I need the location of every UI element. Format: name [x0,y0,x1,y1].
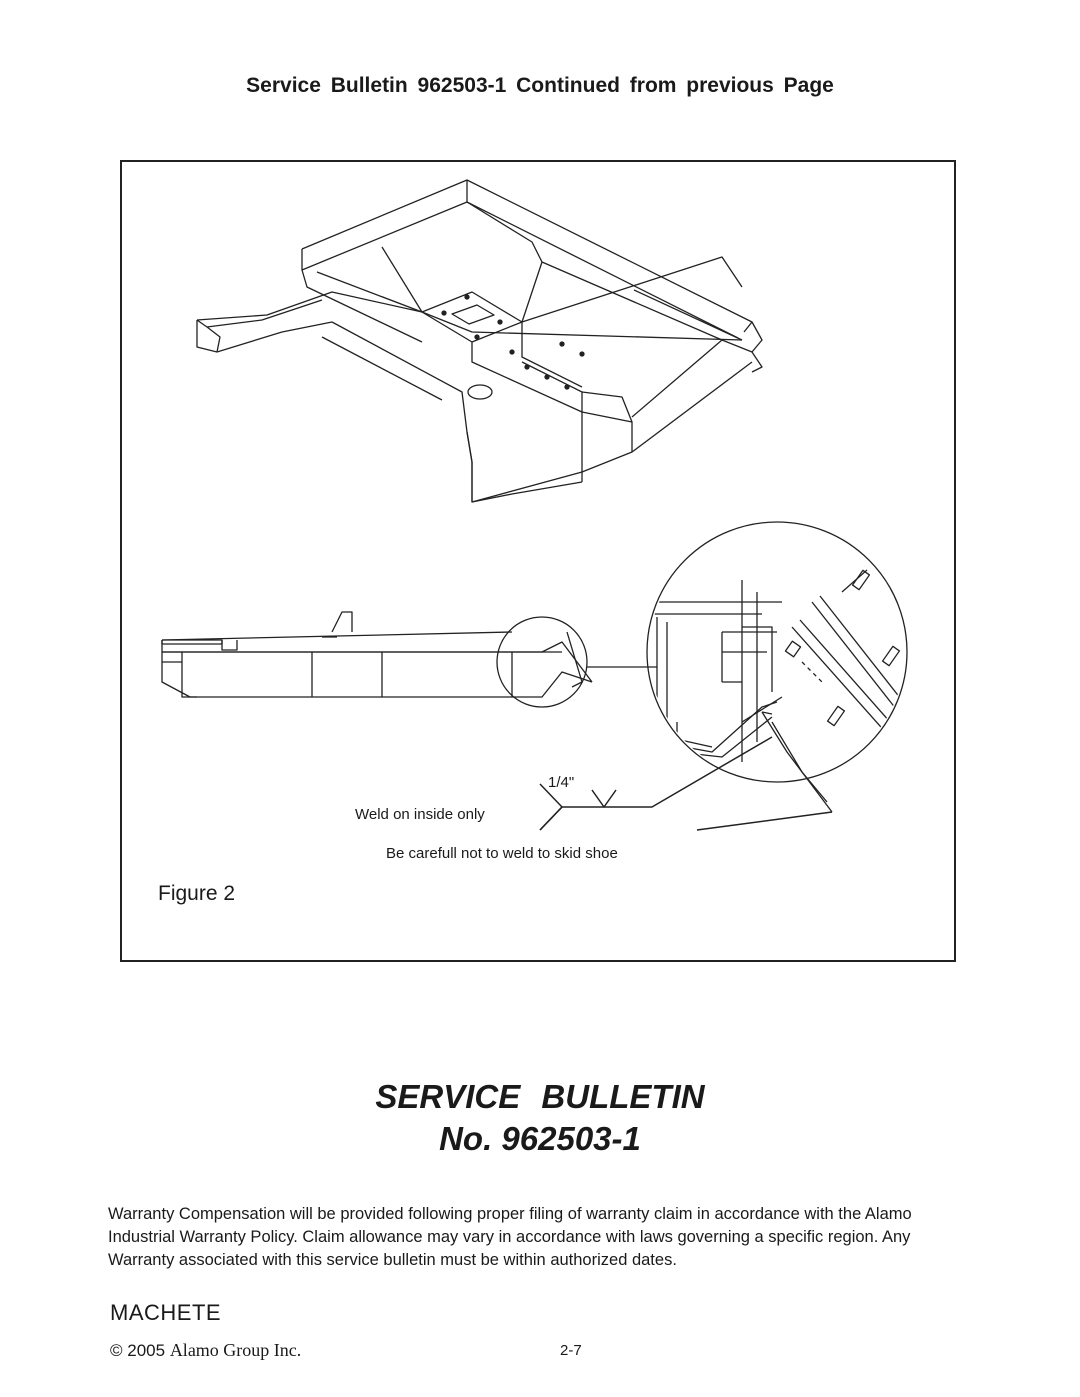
copyright-line: © 2005 Alamo Group Inc. [110,1340,301,1361]
page-number: 2-7 [560,1342,582,1359]
figure-2-frame: 1/4" Weld on inside only Be carefull not… [120,160,956,962]
weld-note-callout: Weld on inside only [355,806,485,823]
skid-shoe-caution-callout: Be carefull not to weld to skid shoe [386,845,618,862]
warranty-paragraph: Warranty Compensation will be provided f… [108,1205,912,1269]
figure-caption: Figure 2 [158,882,236,905]
deck-isometric-view [196,179,763,503]
bulletin-title: SERVICE BULLETIN [375,1078,705,1115]
company-name: Alamo Group Inc. [169,1340,302,1360]
weld-size-callout: 1/4" [548,774,575,791]
weld-symbol [539,736,833,831]
mower-deck-drawing [161,179,908,831]
deck-side-view [161,611,657,708]
bulletin-heading: SERVICE BULLETIN No. 962503-1 [0,1076,1080,1160]
page-header: Service Bulletin 962503-1 Continued from… [246,74,834,97]
weld-detail-view [646,521,908,813]
product-name: MACHETE [110,1300,222,1325]
copyright-year: © 2005 [110,1341,166,1360]
bulletin-number: No. 962503-1 [439,1120,641,1157]
